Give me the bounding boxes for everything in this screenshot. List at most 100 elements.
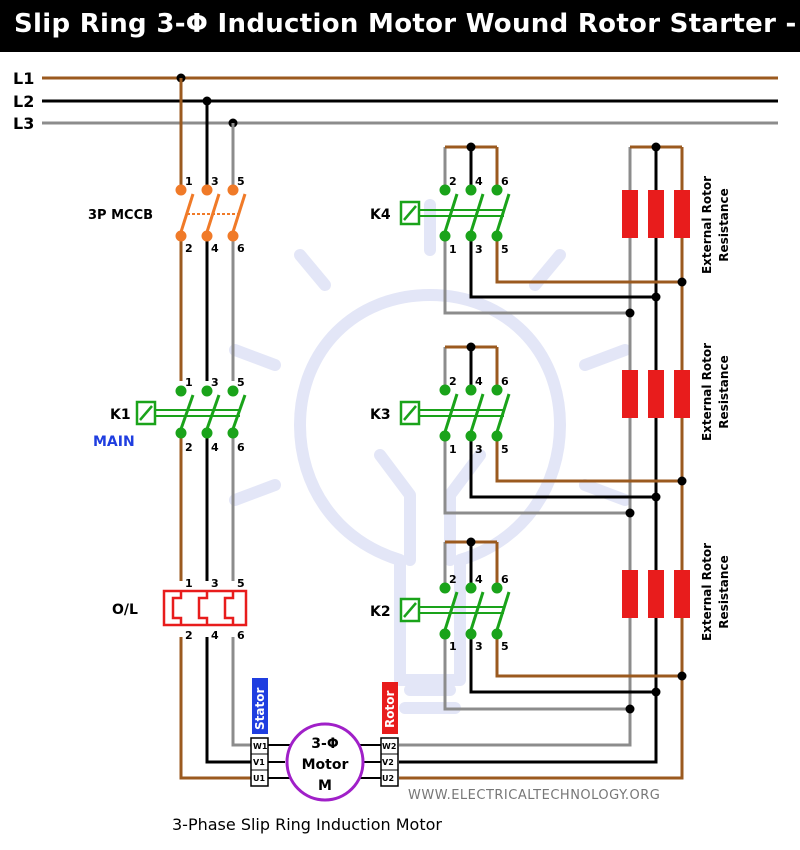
mccb-bottom-6: 6 <box>237 242 245 255</box>
rotor-tag: Rotor <box>383 691 397 728</box>
website-watermark: WWW.ELECTRICALTECHNOLOGY.ORG <box>408 788 660 803</box>
k4-bottom-3: 3 <box>475 243 483 256</box>
mccb-breaker: 3P MCCB 1 3 5 2 4 6 <box>88 175 247 255</box>
stator-wires <box>179 78 251 780</box>
k1-bottom-4: 4 <box>211 441 219 454</box>
k3-coil <box>399 400 421 426</box>
resistance-line2: Resistance <box>717 555 731 628</box>
k2-label: K2 <box>370 604 391 620</box>
k3-bottom-1: 1 <box>449 443 457 456</box>
k4-contactor: K4 2 4 6 1 3 5 <box>370 175 511 256</box>
mccb-bottom-2: 2 <box>185 242 193 255</box>
k1-coil <box>135 400 157 426</box>
stator-terminal-block: W1 V1 U1 Stator <box>250 678 290 787</box>
resistance-line1: External Rotor <box>700 176 714 274</box>
ol-top-3: 3 <box>211 577 219 590</box>
k1-contactor: K1 MAIN 1 3 5 2 4 6 <box>93 376 247 454</box>
resistor <box>674 370 690 418</box>
resistance-label-k2: External Rotor Resistance <box>700 543 731 641</box>
mccb-label: 3P MCCB <box>88 208 153 223</box>
stator-terminal-u1: U1 <box>253 774 265 783</box>
overload-label: O/L <box>112 602 138 618</box>
overload-relay: O/L 1 3 5 2 4 6 <box>112 577 248 642</box>
resistance-line1: External Rotor <box>700 343 714 441</box>
resistance-line2: Resistance <box>717 355 731 428</box>
l3-label: L3 <box>13 114 34 133</box>
rotor-terminal-u2: U2 <box>382 774 394 783</box>
resistance-label-k4: External Rotor Resistance <box>700 176 731 274</box>
rotor-junctions <box>466 142 687 714</box>
resistor <box>674 570 690 618</box>
k4-bottom-5: 5 <box>501 243 509 256</box>
ol-bottom-6: 6 <box>237 629 245 642</box>
ol-top-1: 1 <box>185 577 193 590</box>
k1-top-3: 3 <box>211 376 219 389</box>
ol-bottom-2: 2 <box>185 629 193 642</box>
k2-bottom-5: 5 <box>501 640 509 653</box>
stator-terminal-v1: V1 <box>253 758 265 767</box>
resistor <box>622 370 638 418</box>
k3-label: K3 <box>370 407 391 423</box>
k4-top-2: 2 <box>449 175 457 188</box>
resistor-bank-k2 <box>622 570 690 618</box>
resistor <box>674 190 690 238</box>
k2-bottom-1: 1 <box>449 640 457 653</box>
title-bar: Slip Ring 3-Φ Induction Motor Wound Roto… <box>0 0 800 52</box>
page-title: Slip Ring 3-Φ Induction Motor Wound Roto… <box>14 9 800 39</box>
motor-phase: 3-Φ <box>311 736 339 752</box>
k3-top-4: 4 <box>475 375 483 388</box>
k3-bottom-5: 5 <box>501 443 509 456</box>
l1-label: L1 <box>13 69 34 88</box>
resistor <box>622 570 638 618</box>
k3-top-2: 2 <box>449 375 457 388</box>
motor: 3-Φ Motor M <box>285 722 365 802</box>
l2-label: L2 <box>13 92 34 111</box>
k3-top-6: 6 <box>501 375 509 388</box>
k2-top-6: 6 <box>501 573 509 586</box>
k2-top-2: 2 <box>449 573 457 586</box>
mccb-bottom-4: 4 <box>211 242 219 255</box>
mccb-top-1: 1 <box>185 175 193 188</box>
motor-symbol: M <box>318 778 332 794</box>
rotor-terminal-block: W2 V2 U2 Rotor <box>359 682 399 787</box>
rotor-terminal-w2: W2 <box>382 742 396 751</box>
rotor-wires <box>399 145 684 780</box>
k2-contactor: K2 2 4 6 1 3 5 <box>370 573 511 653</box>
k4-top-6: 6 <box>501 175 509 188</box>
diagram-caption: 3-Phase Slip Ring Induction Motor <box>172 815 442 834</box>
k1-top-5: 5 <box>237 376 245 389</box>
power-diagram: L1 L2 L3 <box>13 69 778 834</box>
k1-bottom-2: 2 <box>185 441 193 454</box>
k3-contactor: K3 2 4 6 1 3 5 <box>370 375 511 456</box>
stator-tag: Stator <box>253 688 267 730</box>
rotor-terminal-v2: V2 <box>382 758 394 767</box>
motor-name: Motor <box>302 757 349 773</box>
resistance-label-k3: External Rotor Resistance <box>700 343 731 441</box>
k4-top-4: 4 <box>475 175 483 188</box>
resistor <box>648 370 664 418</box>
resistor <box>648 190 664 238</box>
resistor-bank-k3 <box>622 370 690 418</box>
k2-bottom-3: 3 <box>475 640 483 653</box>
mccb-top-3: 3 <box>211 175 219 188</box>
k4-label: K4 <box>370 207 391 223</box>
resistance-line1: External Rotor <box>700 543 714 641</box>
ol-top-5: 5 <box>237 577 245 590</box>
stator-terminal-w1: W1 <box>253 742 268 751</box>
resistor <box>648 570 664 618</box>
watermark-bulb <box>229 199 631 714</box>
supply-lines: L1 L2 L3 <box>13 69 778 133</box>
ol-bottom-4: 4 <box>211 629 219 642</box>
k2-top-4: 4 <box>475 573 483 586</box>
k4-coil <box>399 200 421 226</box>
motor-circle <box>285 722 365 802</box>
k1-bottom-6: 6 <box>237 441 245 454</box>
resistance-line2: Resistance <box>717 188 731 261</box>
k1-top-1: 1 <box>185 376 193 389</box>
k1-label: K1 <box>110 407 131 423</box>
k1-main-label: MAIN <box>93 434 135 450</box>
mccb-top-5: 5 <box>237 175 245 188</box>
k2-coil <box>399 597 421 623</box>
k4-bottom-1: 1 <box>449 243 457 256</box>
resistor <box>622 190 638 238</box>
